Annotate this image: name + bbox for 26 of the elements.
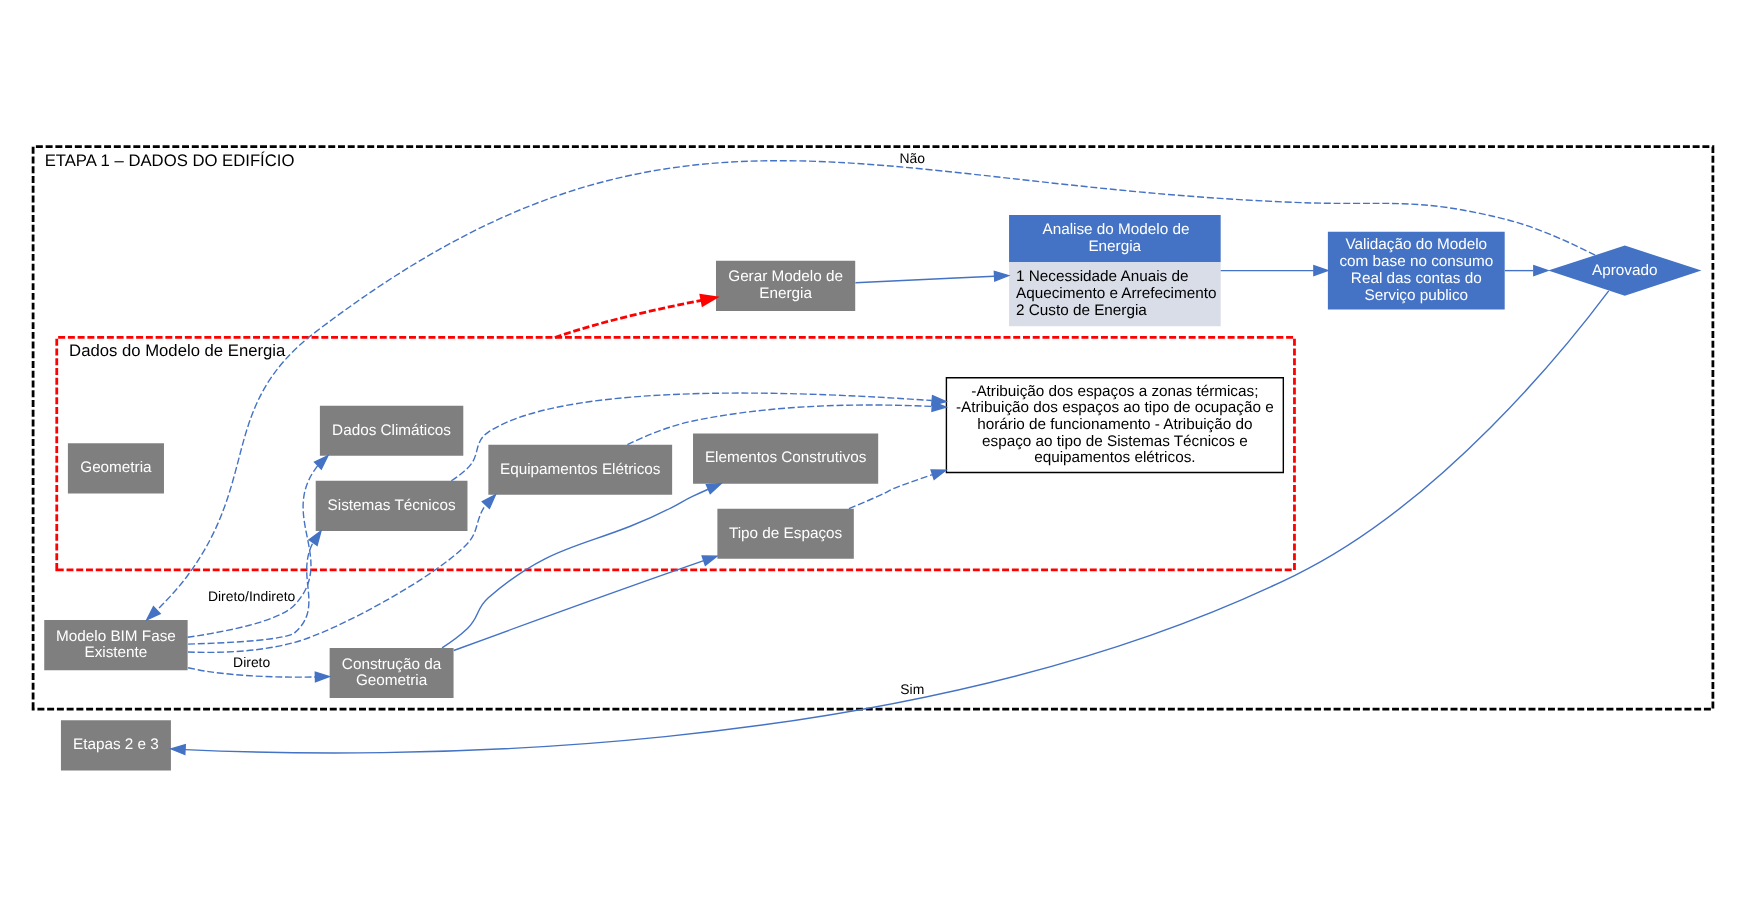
node-box: Elementos Construtivos [693,432,879,483]
node-box: Dados Climáticos [319,404,464,455]
node-box: Construção da Geometria [329,646,454,698]
arrow [441,481,723,648]
node-box: -Atribuição dos espaços a zonas térmicas; -Atribuição dos espaços ao tipo de ocupação e horário de funcionamento - Atribuição do espaço ao tipo de Sistemas Técnicos e equipamentos elétricos. [945,376,1285,473]
arrow [554,292,720,338]
node-box: Etapas 2 e 3 [60,719,171,770]
arrow [848,468,948,509]
node-box: Equipamentos Elétricos [488,443,673,494]
node-diamond: Aprovado [1548,244,1702,295]
arrow [187,492,497,653]
arrow [1220,263,1330,276]
arrow [187,528,323,644]
arrow [1504,263,1550,276]
node-box: Sistemas Técnicos [315,479,468,530]
arrow [186,453,330,637]
arrow [169,289,1610,755]
arrow [453,554,719,651]
node-box: Modelo BIM Fase Existente [44,619,188,670]
arrow [145,159,1596,621]
node-box: Gerar Modelo de Energia [716,259,856,310]
node-box: Validação do Modelo com base no consumo Real das contas do Serviço publico [1327,230,1505,309]
arrow [187,666,332,682]
node-box: Tipo de Espaços [717,507,854,558]
node-box: Geometria [67,442,164,493]
arrow [854,269,1011,283]
